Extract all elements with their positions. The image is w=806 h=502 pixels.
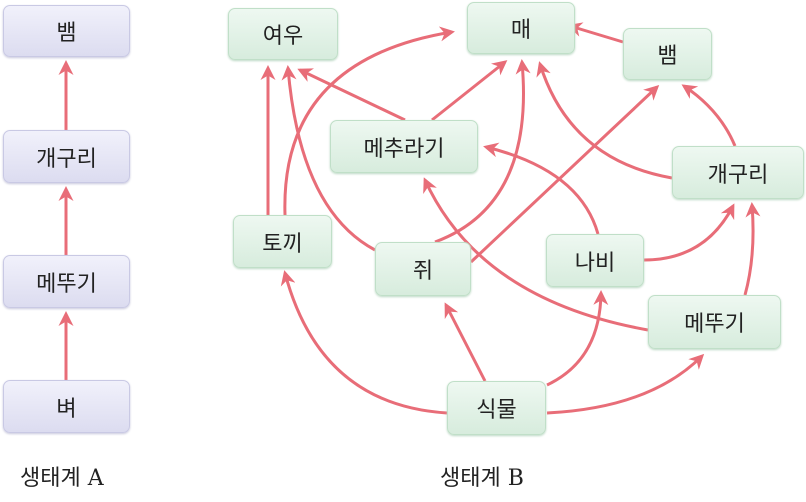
node-rabbit: 토끼	[233, 215, 332, 268]
arrow-butterfly-quail	[483, 142, 600, 235]
arrow-frog-hawk	[536, 61, 673, 180]
node-fox: 여우	[228, 8, 338, 60]
node-a-snake: 뱀	[3, 5, 130, 57]
arrow-mouse-fox	[281, 65, 376, 252]
arrow-quail-fox	[297, 68, 406, 122]
arrow-plant-butterfly	[546, 290, 609, 387]
arrow-frog-snake	[681, 84, 737, 147]
node-mouse: 쥐	[375, 242, 471, 296]
node-frog: 개구리	[672, 146, 804, 199]
node-a-rice: 벼	[3, 380, 130, 433]
node-quail: 메추라기	[330, 120, 478, 173]
node-plant: 식물	[447, 381, 546, 435]
node-butterfly: 나비	[546, 234, 644, 287]
caption-ecosystem-b: 생태계 B	[440, 466, 524, 491]
arrow-rabbit-hawk	[283, 26, 455, 216]
node-grasshopper: 메뚜기	[648, 295, 781, 349]
arrow-quail-hawk	[431, 60, 508, 122]
arrow-mouse-snake	[469, 84, 660, 264]
arrow-plant-mouse	[444, 302, 487, 382]
caption-ecosystem-a: 생태계 A	[20, 466, 104, 491]
node-a-frog: 개구리	[3, 130, 130, 183]
arrow-grasshopper-frog	[743, 202, 761, 296]
node-snake: 뱀	[623, 28, 712, 80]
arrow-butterfly-frog	[643, 203, 735, 262]
arrow-grasshopper-quail	[423, 177, 649, 332]
arrow-plant-rabbit	[280, 270, 448, 415]
arrow-snake-hawk	[567, 22, 624, 44]
arrow-plant-grasshopper	[546, 353, 705, 415]
node-a-grasshopper: 메뚜기	[3, 255, 130, 308]
node-hawk: 매	[467, 2, 575, 54]
